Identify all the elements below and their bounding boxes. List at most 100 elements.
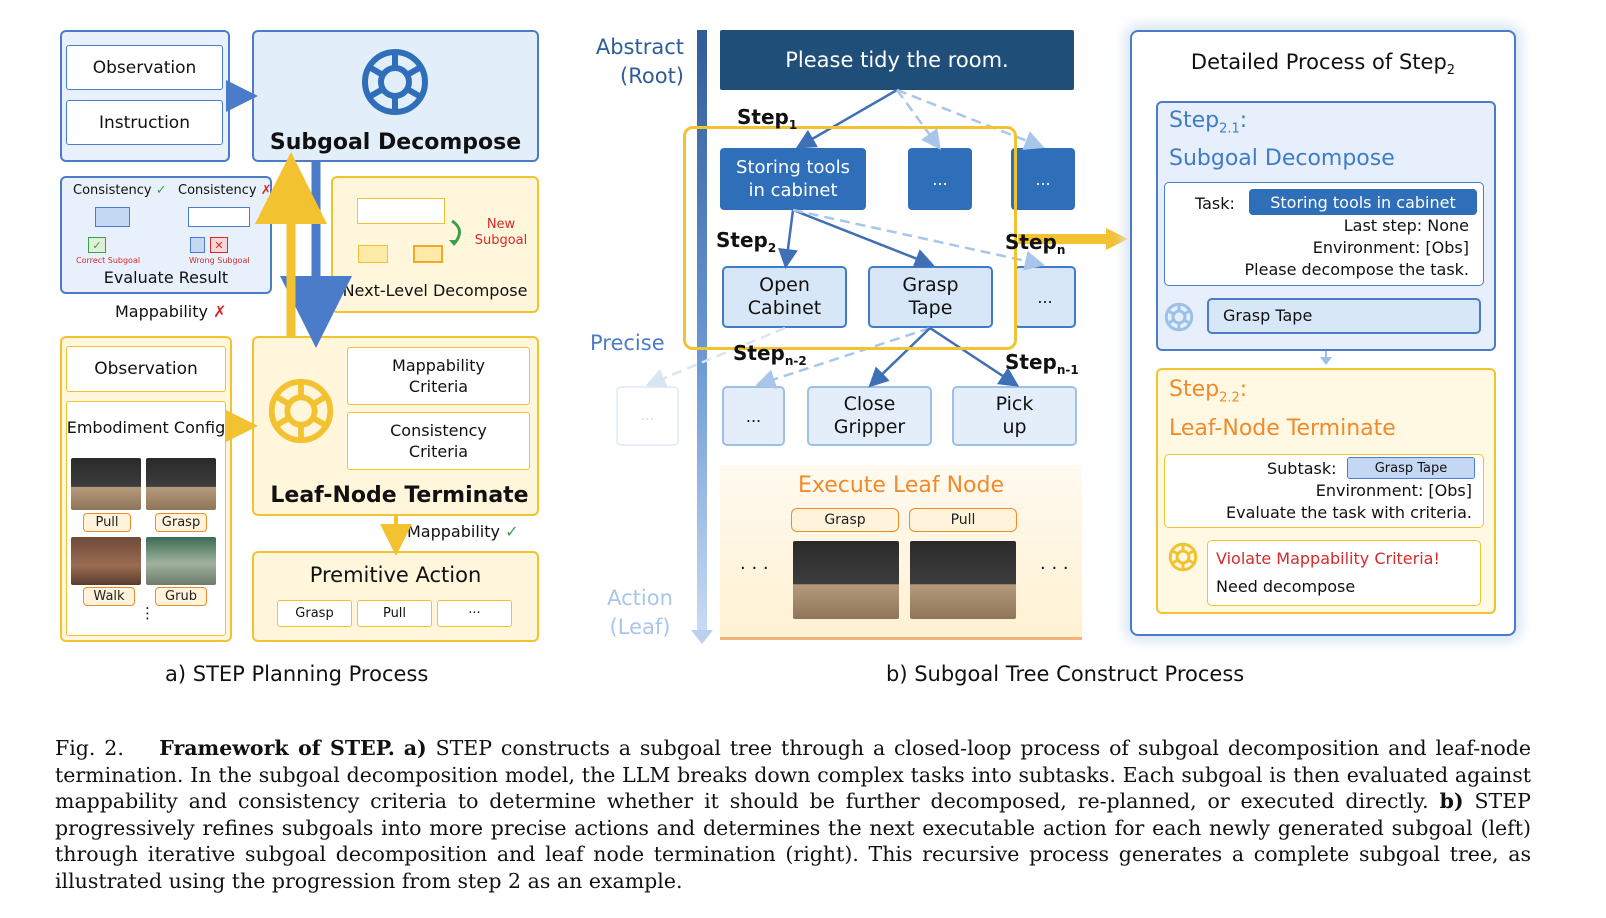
panel-a-arrows [226, 80, 412, 556]
robot-image-grub [146, 537, 216, 585]
caption-fig-number: Fig. 2. [55, 736, 124, 760]
action-pull: Pull [357, 600, 432, 627]
environment-text: Environment: [Obs] [1312, 238, 1469, 257]
correct-subgoal-label: Correct Subgoal [76, 256, 141, 265]
caption-b-text: STEP progressively refines subgoals into… [55, 789, 1531, 893]
wrong-child-node-a [190, 237, 205, 253]
evaluate-text: Evaluate the task with criteria. [1226, 503, 1472, 522]
wrong-subgoal-label: Wrong Subgoal [189, 256, 250, 265]
wrong-parent-node [188, 207, 250, 227]
action-grasp: Grasp [277, 600, 352, 627]
abstraction-axis [697, 30, 707, 635]
next-level-parent-node [357, 198, 445, 224]
node-ellipsis-4: ... [722, 386, 785, 446]
step22-output-box [1207, 540, 1481, 606]
panel-b: Abstract (Root) Precise Action (Leaf) Pl… [560, 0, 1244, 700]
openai-logo-icon [1162, 300, 1196, 334]
transition-arrow [1018, 228, 1128, 250]
embodiment-config-title: Embodiment Config [66, 417, 226, 437]
environment2-text: Environment: [Obs] [1315, 481, 1472, 500]
task-value: Storing tools in cabinet [1249, 189, 1477, 215]
instruction-box: Instruction [66, 100, 223, 145]
last-step-text: Last step: None [1343, 216, 1469, 235]
violate-text: Violate Mappability Criteria! [1216, 549, 1440, 568]
next-level-child-a [358, 245, 388, 263]
figure-caption: Fig. 2. Framework of STEP. a) STEP const… [55, 735, 1531, 894]
action-more: ··· [437, 600, 512, 627]
openai-logo-icon [1166, 540, 1200, 574]
more-skills-indicator: ⋮ [140, 604, 155, 622]
need-decompose-text: Need decompose [1216, 577, 1356, 596]
observation-box-top: Observation [66, 45, 223, 90]
node-open-cabinet: Open Cabinet [722, 266, 847, 328]
step1-label: Step1 [737, 105, 798, 132]
abstract-label: Abstract (Root) [595, 35, 684, 88]
panel-b-label: b) Subgoal Tree Construct Process [886, 662, 1245, 686]
stepn2-label: Stepn-2 [733, 341, 807, 368]
curved-arrow-icon [446, 218, 470, 248]
caption-title: Framework of STEP. [159, 736, 395, 760]
next-level-child-b [413, 245, 443, 263]
subgoal-decompose-title: Subgoal Decompose [269, 129, 522, 155]
consistency-criteria-box: Consistency Criteria [347, 412, 530, 470]
robot-image-grasp [146, 458, 216, 510]
step21-subtitle: Subgoal Decompose [1169, 146, 1395, 171]
mappability-bad-label: Mappability ✗ [115, 302, 227, 321]
subtask-label: Subtask: [1267, 459, 1337, 478]
execute-leaf-node-region [720, 465, 1082, 640]
exec-image-grasp [793, 541, 899, 619]
check-icon: ✓ [505, 522, 519, 541]
node-ellipsis-3: ... [1014, 266, 1076, 328]
node-grasp-tape: Grasp Tape [868, 266, 993, 328]
robot-image-walk [71, 537, 141, 585]
precise-label: Precise [590, 331, 665, 355]
stepn-label: Stepn [1005, 230, 1066, 257]
root-task-node: Please tidy the room. [720, 30, 1074, 90]
step2-label: Step2 [716, 228, 777, 255]
exec-chip-pull: Pull [909, 508, 1017, 532]
step2-highlight-frame [683, 126, 1017, 350]
caption-b-label: b) [1439, 789, 1464, 813]
step22-title: Step2.2: [1169, 377, 1248, 406]
correct-child-node: ✓ [88, 237, 106, 253]
exec-image-pull [910, 541, 1016, 619]
leaf-node-terminate-title: Leaf-Node Terminate [270, 482, 529, 508]
step22-subtitle: Leaf-Node Terminate [1169, 416, 1396, 441]
skill-chip-pull: Pull [83, 513, 131, 532]
panel-b-edges [645, 88, 1045, 389]
caption-a-text: STEP constructs a subgoal tree through a… [55, 736, 1531, 813]
node-pick-up: Pick up [952, 386, 1077, 446]
evaluate-result-box [60, 176, 272, 294]
next-level-decompose-title: Next-Level Decompose [342, 280, 528, 300]
cross-icon: ✗ [213, 302, 227, 321]
action-label: Action (Leaf) [607, 586, 673, 639]
node-storing-tools: Storing tools in cabinet [720, 148, 866, 210]
exec-dots-left: · · · [740, 558, 769, 579]
subtask-value: Grasp Tape [1347, 457, 1475, 479]
exec-chip-grasp: Grasp [791, 508, 899, 532]
observation-box-bottom: Observation [66, 346, 226, 392]
node-ellipsis-1: ... [908, 148, 972, 210]
mappability-criteria-box: Mappability Criteria [347, 347, 530, 405]
execute-leaf-node-title: Execute Leaf Node [797, 472, 1004, 498]
panel-a: Observation Instruction Subgoal Decompos… [0, 0, 560, 700]
task-label: Task: [1195, 194, 1235, 213]
new-subgoal-label: New Subgoal [474, 217, 528, 248]
stepn1-label: Stepn-1 [1005, 350, 1079, 377]
mappability-ok-label: Mappability ✓ [407, 522, 519, 541]
caption-a-label: a) [403, 736, 427, 760]
robot-image-pull [71, 458, 141, 510]
skill-chip-grub: Grub [155, 587, 207, 606]
openai-logo-icon [355, 42, 435, 122]
wrong-child-node-b: ✕ [210, 237, 228, 253]
please-decompose-text: Please decompose the task. [1244, 260, 1470, 279]
check-icon: ✓ [155, 183, 167, 198]
openai-logo-icon [262, 372, 340, 450]
consistency-ok-label: Consistency ✓ [73, 183, 167, 198]
skill-chip-grasp: Grasp [155, 513, 207, 532]
evaluate-result-title: Evaluate Result [103, 267, 229, 287]
exec-dots-right: · · · [1040, 558, 1069, 579]
panel-c: Detailed Process of Step2 Step2.1: Subgo… [1124, 24, 1524, 648]
detail-title: Detailed Process of Step2 [1190, 50, 1456, 79]
skill-chip-walk: Walk [83, 587, 135, 606]
